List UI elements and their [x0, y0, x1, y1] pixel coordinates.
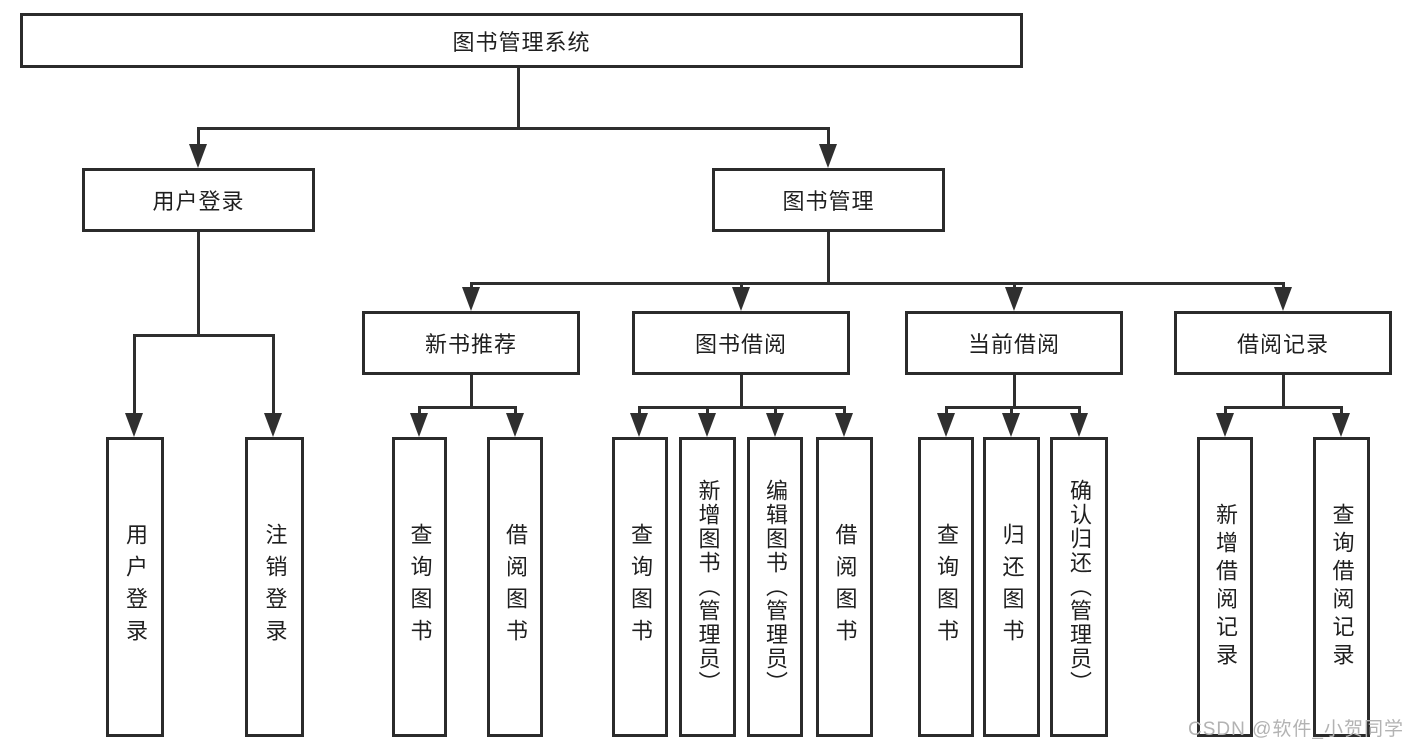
- node-label: 查询图书: [934, 523, 959, 651]
- leaf-confirm-return-admin: 确认归还（管理员）: [1050, 437, 1108, 737]
- node-label: 查询图书: [407, 523, 433, 651]
- connector-line-v: [1078, 406, 1081, 418]
- arrowhead-down-icon: [264, 413, 282, 437]
- connector-line-v: [517, 68, 520, 128]
- leaf-user-login: 用户登录: [106, 437, 164, 737]
- arrowhead-down-icon: [1002, 413, 1020, 437]
- connector-line-v: [706, 406, 709, 418]
- connector-line-h: [471, 282, 1284, 285]
- arrowhead-down-icon: [766, 413, 784, 437]
- connector-line-h: [639, 406, 845, 409]
- arrowhead-down-icon: [1005, 287, 1023, 311]
- connector-line-h: [197, 127, 830, 130]
- node-label: 编辑图书（管理员）: [763, 479, 788, 695]
- node-label: 注销登录: [262, 523, 288, 651]
- connector-line-v: [1282, 375, 1285, 408]
- leaf-query-books: 查询图书: [612, 437, 668, 737]
- node-label: 借阅图书: [832, 523, 858, 651]
- connector-line-v: [638, 406, 641, 418]
- arrowhead-down-icon: [1274, 287, 1292, 311]
- connector-line-v: [133, 334, 136, 418]
- node-label: 新增借阅记录: [1213, 503, 1238, 671]
- arrowhead-down-icon: [506, 413, 524, 437]
- connector-line-v: [514, 406, 517, 418]
- arrowhead-down-icon: [835, 413, 853, 437]
- arrowhead-down-icon: [698, 413, 716, 437]
- leaf-add-borrow-record: 新增借阅记录: [1197, 437, 1253, 737]
- leaf-add-books-admin: 新增图书（管理员）: [679, 437, 736, 737]
- connector-line-v: [1340, 406, 1343, 418]
- node-book-management: 图书管理: [712, 168, 945, 232]
- arrowhead-down-icon: [1216, 413, 1234, 437]
- arrowhead-down-icon: [125, 413, 143, 437]
- node-label: 当前借阅: [967, 332, 1060, 357]
- node-borrowing-records: 借阅记录: [1174, 311, 1392, 375]
- arrowhead-down-icon: [189, 144, 207, 168]
- leaf-query-books: 查询图书: [392, 437, 447, 737]
- csdn-watermark: CSDN @软件_小贺同学: [1188, 719, 1404, 740]
- connector-line-v: [1013, 375, 1016, 408]
- node-label: 用户登录: [123, 523, 148, 651]
- connector-line-v: [272, 334, 275, 418]
- node-library-management-system: 图书管理系统: [20, 13, 1023, 68]
- leaf-borrow-books: 借阅图书: [487, 437, 543, 737]
- arrowhead-down-icon: [819, 144, 837, 168]
- connector-line-v: [827, 232, 830, 284]
- leaf-borrow-books: 借阅图书: [816, 437, 873, 737]
- node-book-borrowing: 图书借阅: [632, 311, 850, 375]
- node-label: 确认归还（管理员）: [1067, 479, 1092, 695]
- connector-line-v: [418, 406, 421, 418]
- connector-line-v: [740, 375, 743, 408]
- connector-line-h: [1225, 406, 1342, 409]
- node-user-login: 用户登录: [82, 168, 315, 232]
- node-label: 查询借阅记录: [1329, 503, 1355, 671]
- arrowhead-down-icon: [630, 413, 648, 437]
- leaf-edit-books-admin: 编辑图书（管理员）: [747, 437, 803, 737]
- connector-line-v: [774, 406, 777, 418]
- leaf-logout: 注销登录: [245, 437, 304, 737]
- connector-line-v: [1224, 406, 1227, 418]
- connector-line-v: [827, 127, 830, 149]
- node-label: 图书管理系统: [452, 29, 591, 55]
- arrowhead-down-icon: [732, 287, 750, 311]
- leaf-query-borrow-record: 查询借阅记录: [1313, 437, 1370, 737]
- node-label: 用户登录: [152, 189, 245, 214]
- connector-line-v: [1010, 406, 1013, 418]
- arrowhead-down-icon: [462, 287, 480, 311]
- node-current-borrowing: 当前借阅: [905, 311, 1123, 375]
- node-new-book-recommend: 新书推荐: [362, 311, 580, 375]
- connector-line-v: [843, 406, 846, 418]
- connector-line-v: [945, 406, 948, 418]
- node-label: 借阅图书: [503, 523, 528, 651]
- node-label: 新增图书（管理员）: [695, 479, 721, 695]
- connector-line-v: [197, 232, 200, 336]
- connector-line-h: [946, 406, 1080, 409]
- leaf-return-books: 归还图书: [983, 437, 1040, 737]
- node-label: 借阅记录: [1236, 332, 1329, 357]
- connector-line-v: [470, 375, 473, 408]
- node-label: 查询图书: [628, 523, 653, 651]
- node-label: 图书借阅: [694, 332, 787, 357]
- arrowhead-down-icon: [937, 413, 955, 437]
- arrowhead-down-icon: [410, 413, 428, 437]
- connector-line-h: [419, 406, 515, 409]
- arrowhead-down-icon: [1332, 413, 1350, 437]
- leaf-query-books: 查询图书: [918, 437, 974, 737]
- connector-line-v: [197, 127, 200, 149]
- node-label: 新书推荐: [424, 332, 517, 357]
- node-label: 图书管理: [782, 189, 875, 214]
- connector-line-h: [134, 334, 274, 337]
- node-label: 归还图书: [999, 523, 1025, 651]
- arrowhead-down-icon: [1070, 413, 1088, 437]
